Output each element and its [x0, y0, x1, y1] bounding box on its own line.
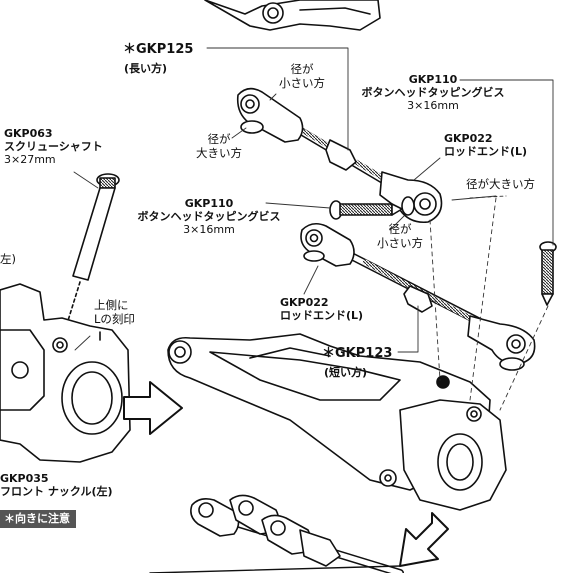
small-diameter-mid-line1: 径が [388, 222, 412, 236]
upper-side-line2: Lの刻印 [94, 312, 135, 326]
gkp063-label: GKP063 スクリューシャフト 3×27mm [4, 127, 103, 166]
small-diameter-mid-line2: 小さい方 [377, 236, 423, 250]
front-knuckle-detail [0, 283, 131, 463]
gkp110-mid-size: 3×16mm [183, 223, 235, 236]
gkp022-bottom-name: ロッドエンド(L) [280, 309, 364, 322]
left-edge-text: 左) [0, 252, 16, 266]
small-diameter-top-line2: 小さい方 [279, 76, 325, 90]
upper-side-marking-label: 上側に Lの刻印 [94, 298, 135, 326]
upper-arm-fragment [204, 0, 381, 31]
gkp022-top-name: ロッドエンド(L) [444, 145, 528, 158]
gkp035-name: フロント ナックル(左) [0, 485, 113, 498]
gkp063-size: 3×27mm [4, 153, 56, 166]
gkp035-code: GKP035 [0, 472, 49, 485]
gkp022-top-code: GKP022 [444, 132, 493, 145]
gkp110-mid-name: ボタンヘッドタッピングビス [137, 210, 281, 223]
small-diameter-top-line1: 径が [290, 62, 314, 76]
gkp110-top-label: GKP110 ボタンヘッドタッピングビス 3×16mm [358, 73, 508, 112]
short-turnbuckle-gkp123 [300, 222, 536, 371]
long-turnbuckle-gkp125 [236, 87, 443, 224]
screw-gkp110-right [539, 241, 557, 306]
bottom-rod-assemblies [149, 494, 404, 573]
gkp022-bottom-code: GKP022 [280, 296, 329, 309]
gkp110-top-size: 3×16mm [407, 99, 459, 112]
small-diameter-top-label: 径が 小さい方 [274, 62, 330, 90]
gkp125-code: ＊GKP125 [123, 42, 194, 57]
large-diameter-left-label: 径が 大きい方 [190, 132, 248, 160]
small-diameter-mid-label: 径が 小さい方 [372, 222, 428, 250]
gkp123-code: ＊GKP123 [322, 346, 393, 361]
gkp022-top-label: GKP022 ロッドエンド(L) [444, 132, 527, 158]
gkp110-mid-label: GKP110 ボタンヘッドタッピングビス 3×16mm [134, 197, 284, 236]
screw-shaft-gkp063 [61, 173, 120, 341]
leader-lines [73, 47, 554, 411]
direction-arrow-down-left [399, 512, 449, 567]
large-diameter-right-label: 径が大きい方 [466, 177, 535, 191]
gkp125-desc: (長い方) [124, 62, 168, 75]
gkp063-name: スクリューシャフト [4, 140, 103, 153]
gkp063-code: GKP063 [4, 127, 53, 140]
gkp110-top-name: ボタンヘッドタッピングビス [361, 86, 505, 99]
gkp110-mid-code: GKP110 [184, 197, 234, 210]
gkp110-top-code: GKP110 [408, 73, 458, 86]
lower-arm [167, 333, 507, 511]
large-diameter-left-line2: 大きい方 [196, 146, 242, 160]
caution-note: ＊向きに注意 [0, 510, 76, 528]
screw-gkp110-top [329, 200, 403, 220]
gkp022-bottom-label: GKP022 ロッドエンド(L) [280, 296, 363, 322]
gkp123-desc: (短い方) [324, 366, 368, 379]
direction-arrow-right [123, 381, 183, 435]
gkp035-label: GKP035 フロント ナックル(左) [0, 472, 113, 498]
upper-side-line1: 上側に [94, 298, 129, 312]
large-diameter-left-line1: 径が [207, 132, 231, 146]
